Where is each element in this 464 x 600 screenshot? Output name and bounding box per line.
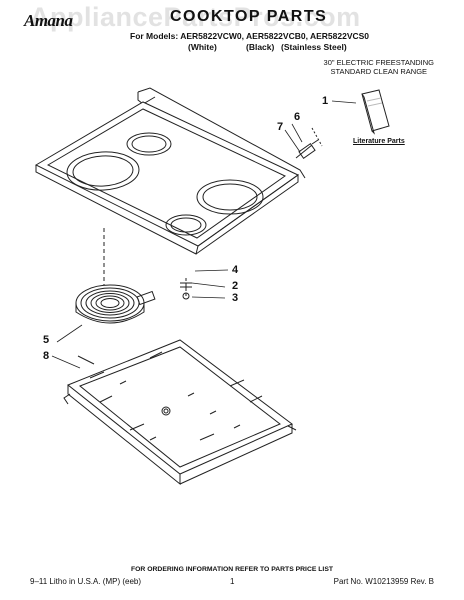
- cooktop-top-drawing: [34, 87, 306, 255]
- surface-element-drawing: [75, 284, 156, 324]
- callout-2: 2: [232, 280, 239, 292]
- subtitle-line-1: 30" ELECTRIC FREESTANDING: [323, 58, 434, 67]
- ordering-info: FOR ORDERING INFORMATION REFER TO PARTS …: [130, 566, 334, 573]
- finish-white: (White): [188, 42, 217, 52]
- callout-7: 7: [277, 121, 284, 133]
- callout-3: 3: [232, 292, 239, 304]
- models-list: AER5822VCW0, AER5822VCB0, AER5822VCS0: [180, 31, 370, 41]
- callout-5: 5: [43, 334, 50, 346]
- subtitle-line-2: STANDARD CLEAN RANGE: [330, 67, 428, 76]
- finish-black: (Black): [246, 42, 275, 52]
- leader-lines: [51, 100, 357, 369]
- finish-stainless: (Stainless Steel): [281, 42, 347, 52]
- part-number: Part No. W10213959 Rev. B: [333, 577, 434, 586]
- callout-4: 4: [232, 264, 239, 276]
- range-description: 30" ELECTRIC FREESTANDING STANDARD CLEAN…: [324, 58, 434, 76]
- literature-parts-label: Literature Parts: [353, 138, 405, 145]
- burner-box-drawing: [63, 339, 297, 486]
- callout-1: 1: [322, 95, 329, 107]
- page-title: COOKTOP PARTS: [170, 8, 328, 25]
- callout-8: 8: [43, 350, 50, 362]
- brand-logo: Amana: [24, 11, 73, 30]
- callout-6: 6: [294, 111, 301, 123]
- hardware-parts-drawing: [180, 127, 323, 300]
- literature-booklet-drawing: [361, 89, 390, 135]
- models-line: For Models: AER5822VCW0, AER5822VCB0, AE…: [130, 31, 369, 41]
- page-number: 1: [230, 577, 235, 586]
- litho-info: 9–11 Litho in U.S.A. (MP) (eeb): [30, 577, 142, 586]
- models-prefix: For Models:: [130, 31, 179, 41]
- watermark: AppliancePartsPros.com: [30, 2, 361, 32]
